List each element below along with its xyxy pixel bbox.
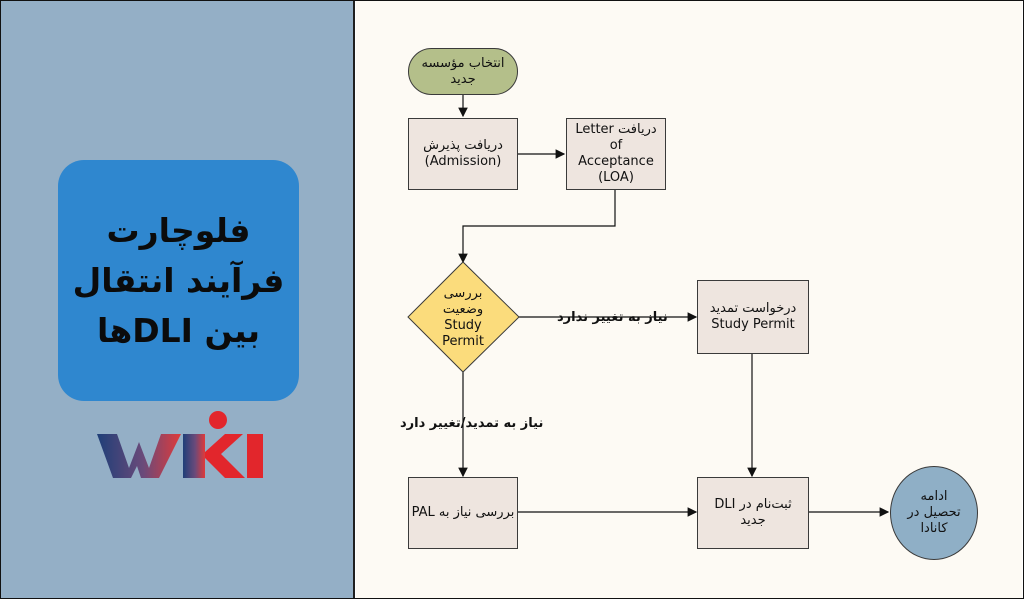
- start-node: انتخاب مؤسسه جدید: [408, 48, 518, 95]
- decision-diamond-shape: [407, 261, 520, 373]
- title-card: فلوچارت فرآیند انتقال بین DLIها: [58, 160, 299, 401]
- arrow-loa-to-decision: [458, 190, 616, 264]
- loa-node: Letter دریافت of Acceptance (LOA): [566, 118, 666, 190]
- admission-node: دریافت پذیرش (Admission): [408, 118, 518, 190]
- page-title: فلوچارت فرآیند انتقال بین DLIها: [72, 210, 285, 350]
- wiki-logo: wiki: [97, 411, 263, 478]
- edge-label-needs-change: نیاز به تمدید/تغییر دارد: [400, 416, 544, 431]
- pal-check-node: بررسی نیاز به PAL: [408, 477, 518, 549]
- extend-permit-node: درخواست تمدید Study Permit: [697, 280, 809, 354]
- enroll-node: ثبت‌نام در DLI جدید: [697, 477, 809, 549]
- edge-label-no-change: نیاز به تغییر ندارد: [557, 310, 668, 325]
- decision-node-label: بررسی وضعیت Study Permit: [442, 286, 484, 349]
- continue-study-node: ادامه تحصیل در کانادا: [890, 466, 978, 560]
- sidebar-panel: فلوچارت فرآیند انتقال بین DLIها wiki: [1, 1, 355, 598]
